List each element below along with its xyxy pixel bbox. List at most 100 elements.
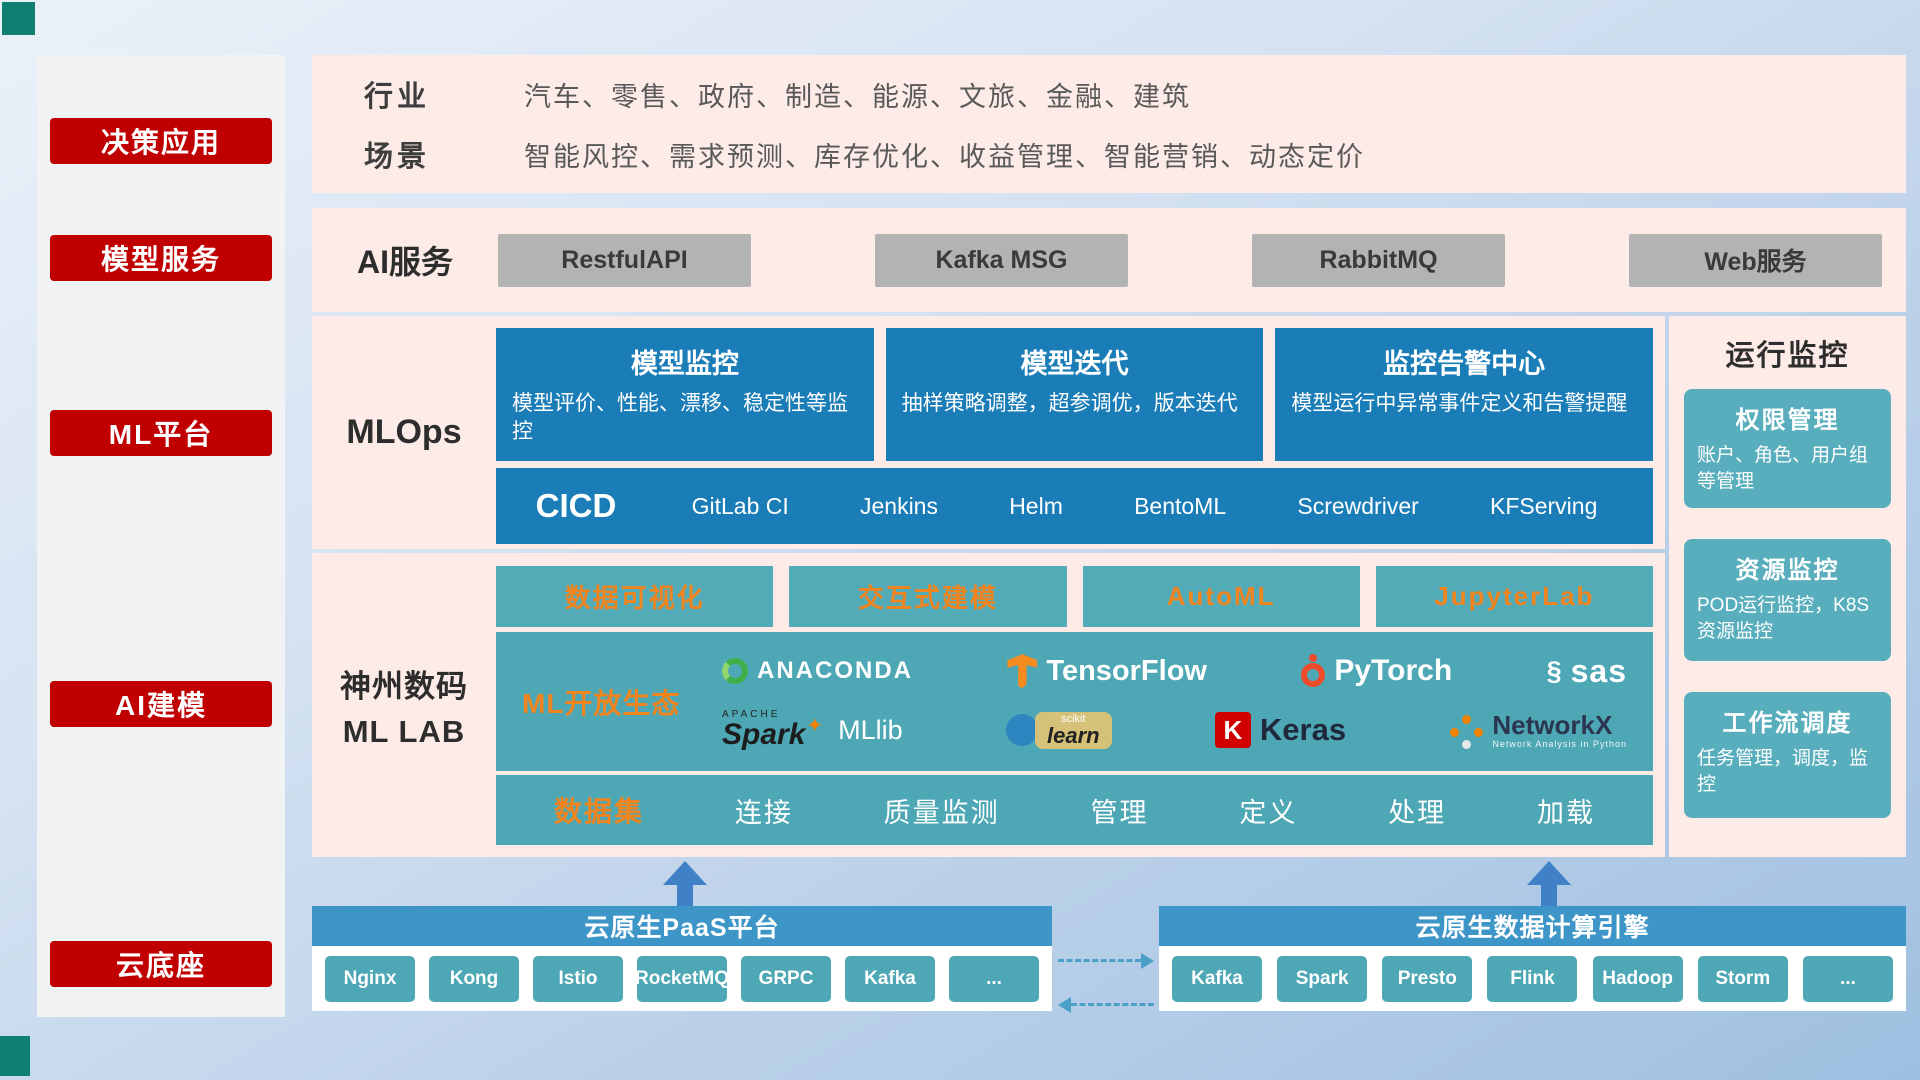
networkx-logo: NetworkX Network Analysis in Python <box>1449 711 1627 749</box>
ai-service-panel: AI服务 RestfulAPI Kafka MSG RabbitMQ Web服务 <box>312 208 1906 312</box>
spark-apache-label: APACHE <box>722 709 781 721</box>
mllib-label: MLlib <box>838 714 903 745</box>
cloud-paas-group: 云原生PaaS平台 Nginx Kong Istio RocketMQ GRPC… <box>312 906 1052 1011</box>
arrow-stem <box>677 885 693 907</box>
monitor-card-workflow: 工作流调度 任务管理，调度，监控 <box>1684 692 1891 818</box>
mlops-cards: 模型监控 模型评价、性能、漂移、稳定性等监控 模型迭代 抽样策略调整，超参调优，… <box>496 328 1654 462</box>
cicd-item-helm: Helm <box>1009 492 1063 519</box>
logo-row-2: APACHE Spark MLlib scikit learn <box>696 710 1653 750</box>
chip-more: ... <box>1802 955 1893 1002</box>
mlops-label: MLOps <box>346 413 462 451</box>
cicd-item-jenkins: Jenkins <box>859 492 938 519</box>
spark-icon: APACHE Spark <box>722 710 823 750</box>
ai-service-buttons: RestfulAPI Kafka MSG RabbitMQ Web服务 <box>498 233 1906 287</box>
mlops-panel: MLOps 模型监控 模型评价、性能、漂移、稳定性等监控 模型迭代 抽样策略调整… <box>312 316 1665 549</box>
cicd-bar: CICD GitLab CI Jenkins Helm BentoML Scre… <box>496 468 1653 544</box>
dataset-label: 数据集 <box>554 796 645 827</box>
chip-flink: Flink <box>1487 955 1578 1002</box>
monitor-card-permission: 权限管理 账户、角色、用户组等管理 <box>1684 389 1891 508</box>
tensorflow-icon <box>1007 654 1038 689</box>
dataset-item-process: 处理 <box>1388 797 1447 828</box>
layer-badge-cloud-base: 云底座 <box>50 941 272 987</box>
ai-service-restfulapi: RestfulAPI <box>498 233 751 287</box>
spark-star-icon <box>806 716 823 736</box>
keras-label: Keras <box>1259 712 1347 748</box>
mcard-title: 工作流调度 <box>1722 710 1853 737</box>
anaconda-label: ANACONDA <box>757 657 913 685</box>
spark-mllib-logo: APACHE Spark MLlib <box>722 710 903 750</box>
monitor-title: 运行监控 <box>1725 340 1850 372</box>
ml-ecosystem-box: ML开放生态 ANACONDA TensorFlow P <box>496 632 1653 771</box>
tool-data-visualization: 数据可视化 <box>496 566 774 627</box>
chip-kafka: Kafka <box>845 955 935 1002</box>
keras-logo: K Keras <box>1214 712 1347 749</box>
chip-more: ... <box>949 955 1039 1002</box>
mllab-panel: 神州数码 ML LAB 数据可视化 交互式建模 AutoML JupyterLa… <box>312 553 1665 857</box>
arrow-stem <box>1541 885 1557 907</box>
pytorch-label: PyTorch <box>1334 654 1453 688</box>
scikit-learn-badge: scikit learn <box>1035 711 1112 749</box>
cicd-item-screwdriver: Screwdriver <box>1297 492 1419 519</box>
cicd-items: GitLab CI Jenkins Helm BentoML Screwdriv… <box>656 493 1653 520</box>
industry-label: 行业 <box>364 81 431 113</box>
pytorch-logo: PyTorch <box>1301 654 1452 688</box>
scikit-learn-icon <box>1006 714 1038 747</box>
learn-label: learn <box>1047 722 1100 748</box>
dashed-arrow-right <box>1058 953 1154 969</box>
mcard-title: 资源监控 <box>1735 557 1840 584</box>
spark-wordmark: Spark <box>722 718 806 752</box>
cloud-paas-title: 云原生PaaS平台 <box>312 906 1052 946</box>
chip-rocketmq: RocketMQ <box>635 955 729 1002</box>
ai-service-rabbitmq: RabbitMQ <box>1252 233 1505 287</box>
monitor-card-resource: 资源监控 POD运行监控，K8S资源监控 <box>1684 539 1891 661</box>
scikit-learn-logo: scikit learn <box>1006 711 1112 749</box>
mlops-card-model-monitoring: 模型监控 模型评价、性能、漂移、稳定性等监控 <box>496 328 874 462</box>
corner-decoration-top <box>2 2 35 35</box>
cicd-label: CICD <box>535 487 617 525</box>
chip-presto: Presto <box>1382 955 1473 1002</box>
tensorflow-logo: TensorFlow <box>1007 654 1207 689</box>
arrow-head <box>663 861 707 885</box>
scikit-label: scikit <box>1061 712 1086 725</box>
mllab-label-line2: ML LAB <box>342 713 466 749</box>
mlops-labelbox: MLOps <box>312 316 496 549</box>
card-title: 模型监控 <box>630 349 739 379</box>
cloud-paas-chips: Nginx Kong Istio RocketMQ GRPC Kafka ... <box>312 946 1052 1011</box>
tool-jupyterlab: JupyterLab <box>1375 566 1653 627</box>
chip-storm: Storm <box>1697 955 1788 1002</box>
mcard-desc: 账户、角色、用户组等管理 <box>1697 445 1869 492</box>
dataset-item-quality: 质量监测 <box>883 797 1000 828</box>
mlops-card-model-iteration: 模型迭代 抽样策略调整，超参调优，版本迭代 <box>885 328 1264 462</box>
arrowhead-left-icon <box>1058 997 1071 1013</box>
anaconda-logo: ANACONDA <box>722 657 913 685</box>
industry-scene-panel: 行业 汽车、零售、政府、制造、能源、文旅、金融、建筑 场景 智能风控、需求预测、… <box>312 55 1906 193</box>
layer-badge-model-service: 模型服务 <box>50 235 272 281</box>
industry-line: 行业 汽车、零售、政府、制造、能源、文旅、金融、建筑 <box>364 73 1906 115</box>
mcard-desc: 任务管理，调度，监控 <box>1697 748 1869 795</box>
card-desc: 模型评价、性能、漂移、稳定性等监控 <box>512 392 848 444</box>
sas-icon <box>1547 656 1562 687</box>
scene-line: 场景 智能风控、需求预测、库存优化、收益管理、智能营销、动态定价 <box>364 133 1906 175</box>
chip-nginx: Nginx <box>325 955 415 1002</box>
cicd-item-kfserving: KFServing <box>1490 492 1598 519</box>
tool-automl: AutoML <box>1082 566 1360 627</box>
arrowhead-right-icon <box>1141 953 1154 969</box>
ml-ecosystem-label: ML开放生态 <box>522 687 681 719</box>
sas-logo: sas <box>1547 653 1627 690</box>
mcard-title: 权限管理 <box>1735 407 1840 434</box>
networkx-subtitle: Network Analysis in Python <box>1492 738 1627 749</box>
mlops-card-alert-center: 监控告警中心 模型运行中异常事件定义和告警提醒 <box>1275 328 1654 462</box>
dashed-line <box>1071 1003 1154 1006</box>
mllab-content: 数据可视化 交互式建模 AutoML JupyterLab ML开放生态 ANA… <box>496 553 1665 857</box>
ai-service-kafka-msg: Kafka MSG <box>875 233 1128 287</box>
mlops-content: 模型监控 模型评价、性能、漂移、稳定性等监控 模型迭代 抽样策略调整，超参调优，… <box>496 316 1665 549</box>
chip-grpc: GRPC <box>741 955 831 1002</box>
mllab-labelbox: 神州数码 ML LAB <box>312 553 496 857</box>
pytorch-icon <box>1301 663 1326 688</box>
layer-sidebar: 决策应用 模型服务 ML平台 AI建模 云底座 <box>37 55 285 1017</box>
chip-kong: Kong <box>429 955 519 1002</box>
cloud-engine-title: 云原生数据计算引擎 <box>1159 906 1906 946</box>
networkx-icon <box>1449 712 1483 748</box>
chip-istio: Istio <box>533 955 623 1002</box>
